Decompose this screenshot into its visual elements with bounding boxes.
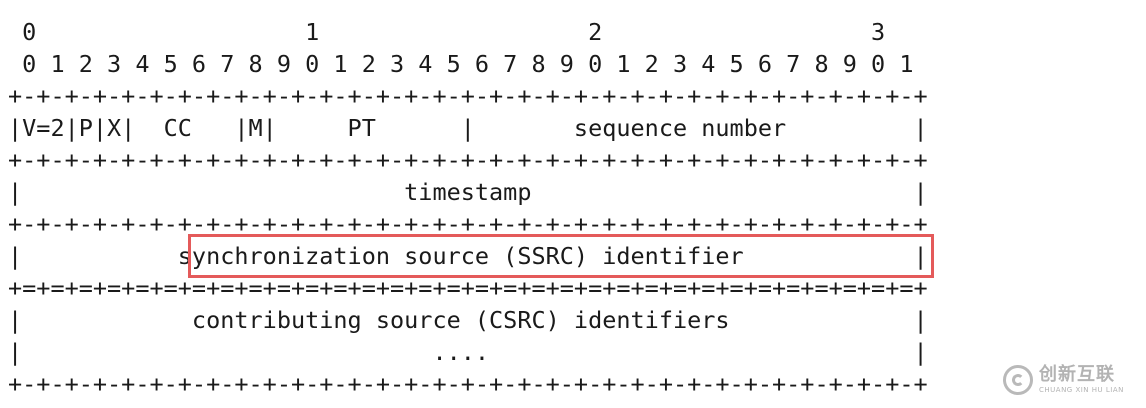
bit-units-row: 0 1 2 3 4 5 6 7 8 9 0 1 2 3 4 5 6 7 8 9 …	[8, 50, 914, 78]
watermark-main-text: 创新互联	[1039, 364, 1115, 385]
rtp-header-diagram: 0 1 2 3 0 1 2 3 4 5 6 7 8 9 0 1 2 3 4 5 …	[8, 0, 1138, 408]
watermark-text: 创新互联 CHUANG XIN HU LIAN	[1039, 366, 1124, 394]
border-row: +-+-+-+-+-+-+-+-+-+-+-+-+-+-+-+-+-+-+-+-…	[8, 146, 928, 174]
csrc-row: | contributing source (CSRC) identifiers…	[8, 306, 928, 334]
csrc-ellipsis-row: | .... |	[8, 338, 928, 366]
watermark-sub-text: CHUANG XIN HU LIAN	[1039, 386, 1124, 394]
timestamp-row: | timestamp |	[8, 178, 928, 206]
border-row: +-+-+-+-+-+-+-+-+-+-+-+-+-+-+-+-+-+-+-+-…	[8, 82, 928, 110]
watermark: 创新互联 CHUANG XIN HU LIAN	[995, 358, 1140, 402]
brand-logo-icon	[1003, 365, 1033, 395]
border-row: +-+-+-+-+-+-+-+-+-+-+-+-+-+-+-+-+-+-+-+-…	[8, 210, 928, 238]
border-row: +-+-+-+-+-+-+-+-+-+-+-+-+-+-+-+-+-+-+-+-…	[8, 370, 928, 398]
double-border-row: +=+=+=+=+=+=+=+=+=+=+=+=+=+=+=+=+=+=+=+=…	[8, 274, 928, 302]
bit-tens-row: 0 1 2 3	[8, 18, 886, 46]
header-fields-row: |V=2|P|X| CC |M| PT | sequence number |	[8, 114, 928, 142]
ssrc-row: | synchronization source (SSRC) identifi…	[8, 242, 928, 270]
